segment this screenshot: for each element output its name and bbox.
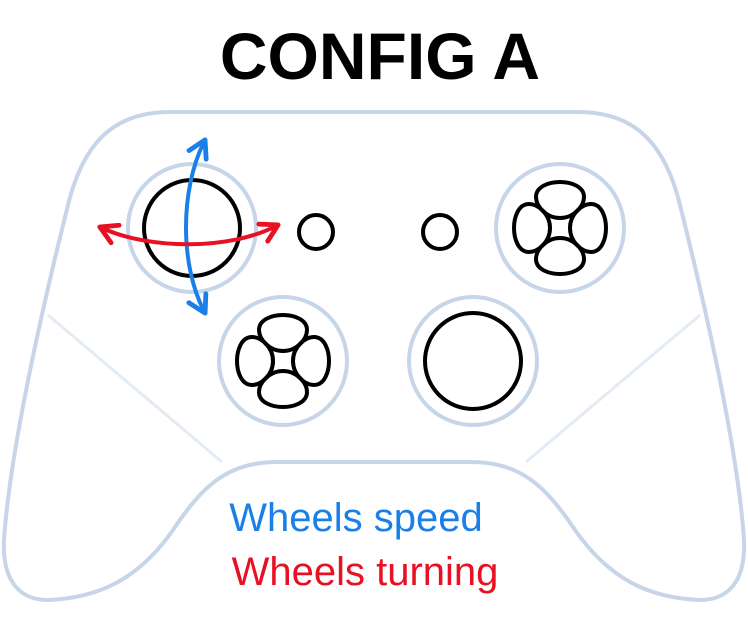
four-petal-buttons-icon [235, 313, 331, 409]
horizontal-axis-arrow [97, 221, 281, 247]
vertical-axis-arrow [184, 137, 209, 316]
view-button [297, 213, 335, 251]
diagram-title: CONFIG A [219, 19, 541, 93]
legend-wheels-turning: Wheels turning [232, 550, 499, 594]
legend-wheels-speed: Wheels speed [229, 496, 482, 540]
controller-body-outline [1, 110, 747, 602]
right-thumbstick [407, 295, 539, 427]
four-petal-buttons-icon [512, 180, 608, 276]
dpad [217, 295, 349, 427]
left-grip-line [47, 313, 223, 464]
menu-button [421, 213, 459, 251]
right-grip-line [525, 313, 701, 464]
right-button-cluster [494, 162, 626, 294]
